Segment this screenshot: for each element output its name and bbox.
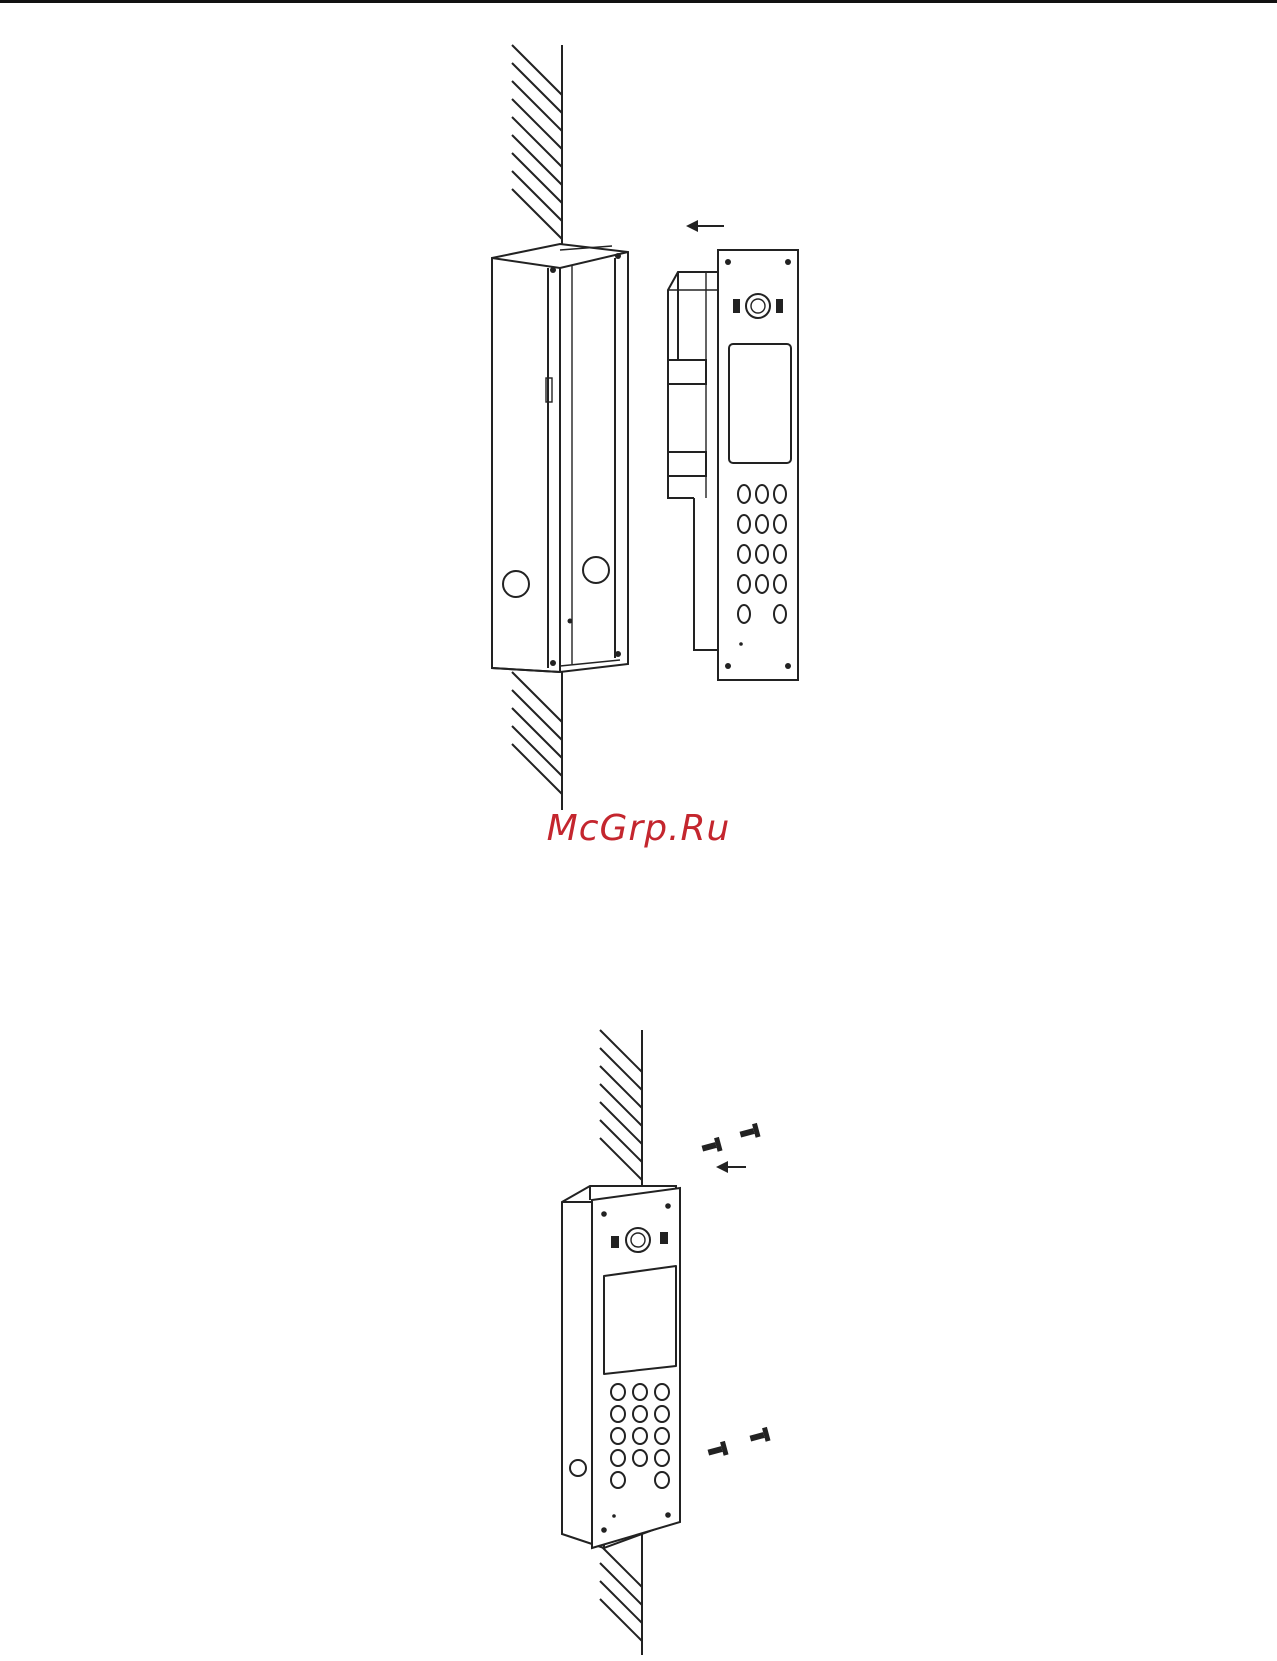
screw [701, 1137, 723, 1155]
watermark: McGrp.Ru [0, 808, 1277, 849]
hatch-line [600, 1599, 642, 1641]
hatch-line [600, 1120, 642, 1162]
screw [707, 1441, 729, 1459]
door-panel-icon [718, 250, 798, 680]
screw-icon [701, 1123, 771, 1459]
figure-fasten-panel [0, 1000, 1277, 1661]
hatch-line [600, 1030, 642, 1072]
hatch-line [600, 1563, 642, 1605]
direction-arrow-icon [686, 220, 724, 232]
direction-arrow-icon [716, 1161, 746, 1173]
hatch-line [600, 1581, 642, 1623]
hatch-line [600, 1048, 642, 1090]
screw [739, 1123, 761, 1141]
panel-housing [668, 272, 718, 650]
figure-insert-panel [0, 0, 1277, 820]
hatch-line [600, 1102, 642, 1144]
hatch-line [600, 1084, 642, 1126]
figure-2-drawing [0, 1000, 1277, 1661]
hatch-line [600, 1066, 642, 1108]
flush-box-icon [492, 244, 628, 672]
mounted-panel-icon [562, 1186, 680, 1548]
screw [749, 1427, 771, 1445]
figure-1-drawing [0, 0, 1277, 820]
hatch-line [600, 1545, 642, 1587]
hatch-line [600, 1138, 642, 1180]
